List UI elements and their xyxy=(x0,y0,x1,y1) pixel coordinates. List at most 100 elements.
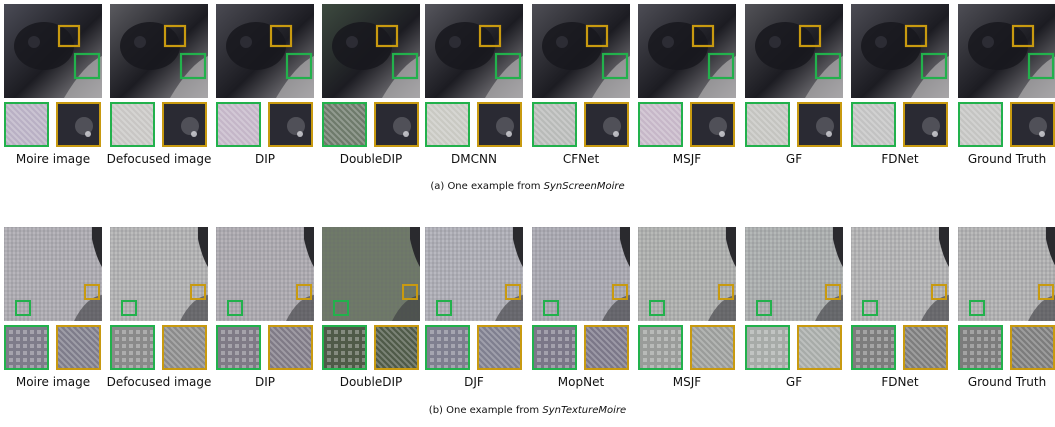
crop-image xyxy=(534,104,575,145)
scene-image xyxy=(4,4,102,98)
zoom-crop-orange xyxy=(903,102,948,147)
result-cell: DIP xyxy=(216,227,314,393)
result-cell: Moire image xyxy=(4,4,102,170)
method-label: Moire image xyxy=(15,152,91,166)
result-cell: DMCNN xyxy=(425,4,523,170)
crop-image xyxy=(58,327,99,368)
scene-image xyxy=(322,4,420,98)
zoom-crop-green xyxy=(532,102,577,147)
caption-a: (a) One example from SynScreenMoire xyxy=(0,181,1055,193)
result-cell: Defocused image xyxy=(107,227,211,393)
crop-image xyxy=(6,104,47,145)
scene-image xyxy=(216,227,314,321)
result-cell: MopNet xyxy=(532,227,630,393)
zoom-crop-green xyxy=(425,102,470,147)
zoom-crop-orange xyxy=(162,102,207,147)
zoom-crop-green xyxy=(745,102,790,147)
crop-image xyxy=(692,104,733,145)
crop-image xyxy=(586,327,627,368)
crop-image xyxy=(853,327,894,368)
caption-a-prefix: (a) One example from xyxy=(430,181,544,192)
result-cell: DoubleDIP xyxy=(322,227,420,393)
crop-image xyxy=(376,327,417,368)
scene-image xyxy=(851,4,949,98)
result-cell: DIP xyxy=(216,4,314,170)
zoom-crop-green xyxy=(4,325,49,370)
crop-image xyxy=(376,104,417,145)
crop-image xyxy=(6,327,47,368)
crop-image xyxy=(1012,104,1053,145)
zoom-crop-orange xyxy=(797,102,842,147)
zoom-crop-orange xyxy=(162,325,207,370)
result-cell: MSJF xyxy=(638,227,736,393)
full-image xyxy=(745,4,843,98)
crop-image xyxy=(218,104,259,145)
full-image xyxy=(216,4,314,98)
full-image xyxy=(851,227,949,321)
scene-image xyxy=(322,227,420,321)
zoom-crop-orange xyxy=(374,325,419,370)
full-image xyxy=(851,4,949,98)
zoom-crop-orange xyxy=(268,325,313,370)
crop-image xyxy=(960,104,1001,145)
method-label: Moire image xyxy=(15,375,91,389)
zoom-crop-orange xyxy=(903,325,948,370)
zoom-crop-green xyxy=(322,102,367,147)
crop-image xyxy=(427,327,468,368)
zoom-crop-green xyxy=(322,325,367,370)
crop-image xyxy=(164,327,205,368)
crop-image xyxy=(270,327,311,368)
full-image xyxy=(425,227,523,321)
method-label: DIP xyxy=(254,152,275,166)
result-cell: Ground Truth xyxy=(958,4,1055,170)
scene-image xyxy=(532,4,630,98)
caption-b-dataset: SynTextureMoire xyxy=(542,405,627,416)
zoom-crop-green xyxy=(958,325,1003,370)
full-image xyxy=(638,227,736,321)
full-image xyxy=(322,4,420,98)
caption-b-prefix: (b) One example from xyxy=(428,405,543,416)
result-cell: Defocused image xyxy=(107,4,211,170)
method-label: Defocused image xyxy=(106,152,212,166)
crop-image xyxy=(960,327,1001,368)
crop-image xyxy=(112,327,153,368)
zoom-crop-green xyxy=(110,325,155,370)
scene-image xyxy=(110,227,208,321)
crop-image xyxy=(270,104,311,145)
result-cell: Moire image xyxy=(4,227,102,393)
method-label: FDNet xyxy=(881,152,919,166)
method-label: CFNet xyxy=(562,152,600,166)
zoom-crop-green xyxy=(532,325,577,370)
zoom-crop-orange xyxy=(690,325,735,370)
full-image xyxy=(532,4,630,98)
full-image xyxy=(216,227,314,321)
zoom-crop-green xyxy=(110,102,155,147)
zoom-crop-orange xyxy=(56,102,101,147)
result-cell: FDNet xyxy=(851,4,949,170)
scene-image xyxy=(745,4,843,98)
caption-a-dataset: SynScreenMoire xyxy=(543,181,625,192)
method-label: Ground Truth xyxy=(967,375,1047,389)
zoom-crop-orange xyxy=(584,102,629,147)
crop-image xyxy=(799,104,840,145)
full-image xyxy=(958,227,1055,321)
zoom-crop-green xyxy=(851,102,896,147)
caption-b: (b) One example from SynTextureMoire xyxy=(0,405,1055,417)
crop-image xyxy=(58,104,99,145)
crop-image xyxy=(853,104,894,145)
crop-image xyxy=(747,104,788,145)
zoom-crop-green xyxy=(216,102,261,147)
zoom-crop-green xyxy=(638,325,683,370)
full-image xyxy=(322,227,420,321)
scene-image xyxy=(638,4,736,98)
zoom-crop-orange xyxy=(477,102,522,147)
zoom-crop-orange xyxy=(374,102,419,147)
crop-image xyxy=(479,104,520,145)
crop-image xyxy=(324,104,365,145)
zoom-crop-green xyxy=(958,102,1003,147)
zoom-crop-green xyxy=(425,325,470,370)
zoom-crop-orange xyxy=(56,325,101,370)
result-cell: MSJF xyxy=(638,4,736,170)
